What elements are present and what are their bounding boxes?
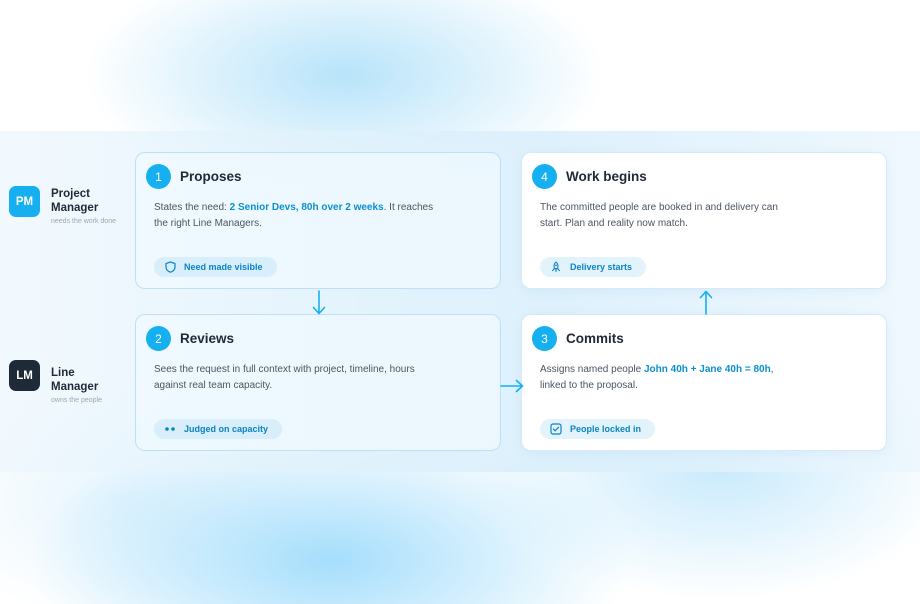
step-description: States the need: 2 Senior Devs, 80h over…: [154, 202, 434, 229]
shield-icon: [164, 261, 176, 273]
outcome-pill: Judged on capacity: [154, 419, 283, 439]
step-number: 1: [146, 164, 171, 189]
role-name: Line Manager: [51, 367, 99, 393]
step-number: 2: [146, 326, 171, 351]
pill-label: Delivery starts: [570, 262, 633, 272]
step-number: 3: [532, 326, 557, 351]
outcome-pill: Need made visible: [154, 257, 277, 277]
role-project-manager: PM Project Manager needs the work done: [9, 186, 121, 225]
checkbox-icon: [550, 423, 562, 435]
highlight-text: 2 Senior Devs, 80h over 2 weeks: [229, 202, 384, 213]
dots-icon: [164, 423, 176, 435]
step-card-commits: 3 Commits Assigns named people John 40h …: [521, 314, 887, 451]
step-title: Reviews: [180, 331, 235, 346]
lm-avatar-badge: LM: [9, 360, 40, 391]
role-description: needs the work done: [51, 218, 116, 225]
step-description: The committed people are booked in and d…: [540, 202, 778, 229]
pm-avatar-badge: PM: [9, 186, 40, 217]
pill-label: People locked in: [570, 424, 642, 434]
role-description: owns the people: [51, 397, 102, 404]
arrow-up-3-to-4: [697, 289, 715, 315]
outcome-pill: People locked in: [540, 419, 656, 439]
step-description: Sees the request in full context with pr…: [154, 364, 415, 391]
rocket-icon: [550, 261, 562, 273]
step-card-proposes: 1 Proposes States the need: 2 Senior Dev…: [135, 152, 501, 289]
step-card-work-begins: 4 Work begins The committed people are b…: [521, 152, 887, 289]
step-number: 4: [532, 164, 557, 189]
step-description: Assigns named people John 40h + Jane 40h…: [540, 364, 774, 391]
step-title: Commits: [566, 331, 624, 346]
pill-label: Need made visible: [184, 262, 263, 272]
arrow-down-1-to-2: [310, 290, 328, 316]
arrow-right-2-to-3: [500, 377, 524, 395]
role-line-manager: LM Line Manager owns the people: [9, 360, 121, 404]
outcome-pill: Delivery starts: [540, 257, 647, 277]
step-title: Proposes: [180, 169, 242, 184]
role-name: Project Manager: [51, 188, 99, 214]
pill-label: Judged on capacity: [184, 424, 269, 434]
step-card-reviews: 2 Reviews Sees the request in full conte…: [135, 314, 501, 451]
step-title: Work begins: [566, 169, 647, 184]
highlight-text: John 40h + Jane 40h = 80h: [643, 364, 771, 375]
